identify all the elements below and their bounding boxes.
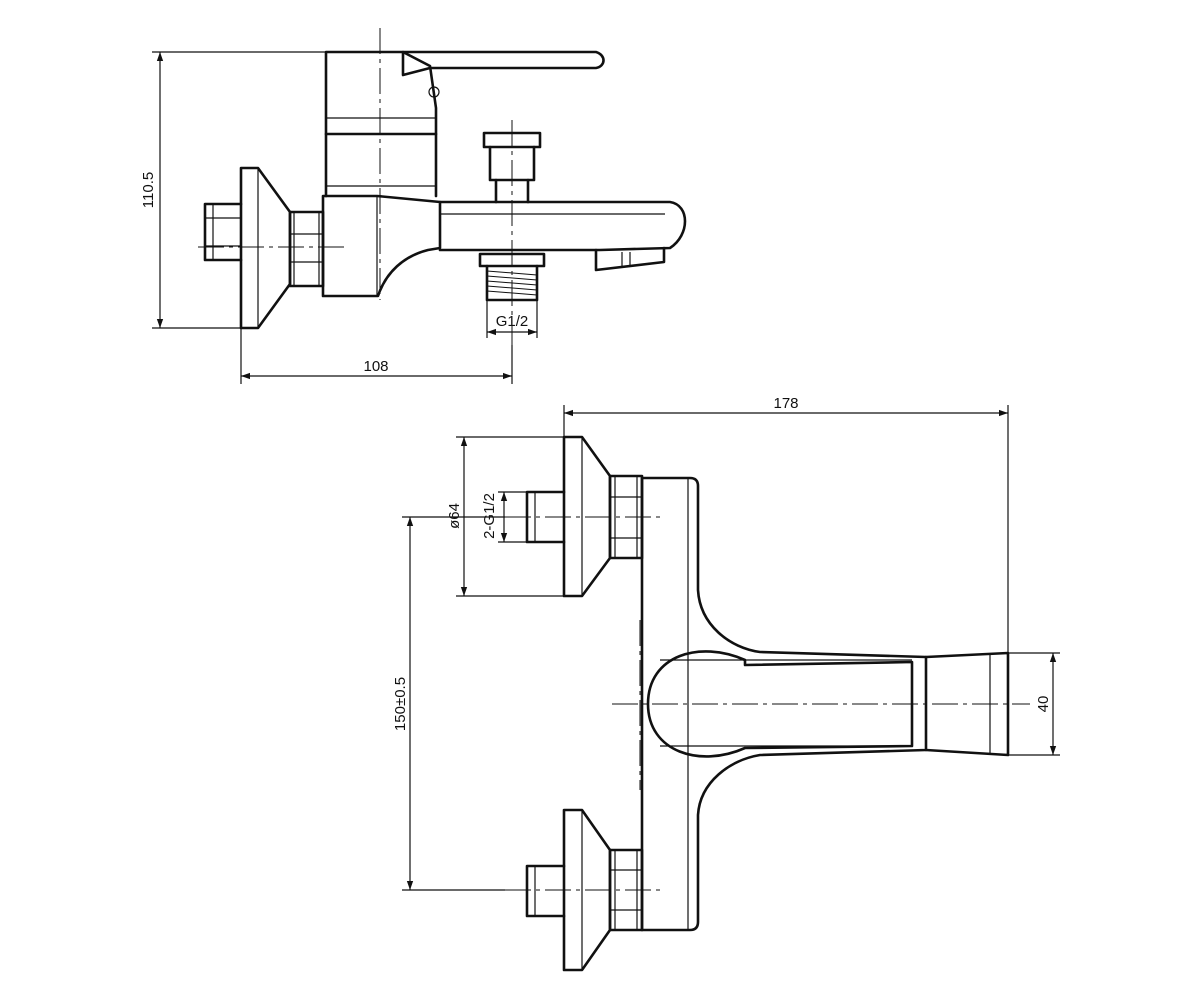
top-spacing-dim-label: 150±0.5 xyxy=(392,677,409,731)
top-inlet-lower xyxy=(525,864,566,918)
top-flange-dim-label: ø64 xyxy=(446,503,463,529)
side-height-dim-label: 110.5 xyxy=(140,172,157,208)
side-hex-nut xyxy=(288,210,325,288)
side-mixer-body xyxy=(321,194,442,298)
side-inlet-stub xyxy=(203,202,243,262)
top-spout-end xyxy=(924,651,1010,757)
side-thread-dim-label: G1/2 xyxy=(496,313,529,330)
top-spout-dim-label: 40 xyxy=(1035,696,1052,713)
side-lever-handle xyxy=(401,50,605,77)
side-diverter-knob xyxy=(482,131,542,149)
top-thread-dim-label: 2-G1/2 xyxy=(481,493,498,539)
side-view: 110.5 108 G1/2 xyxy=(140,28,687,384)
side-wall-flange xyxy=(239,166,292,330)
side-lever-cap xyxy=(324,50,438,136)
side-spout xyxy=(438,200,687,252)
side-cartridge-housing xyxy=(324,132,438,198)
side-depth-dim-label: 108 xyxy=(363,358,388,375)
side-shower-outlet xyxy=(478,252,546,268)
top-handle xyxy=(646,650,914,758)
top-view: 178 ø64 2-G1/2 150±0.5 40 xyxy=(392,395,1060,972)
top-length-dim-label: 178 xyxy=(773,395,798,412)
